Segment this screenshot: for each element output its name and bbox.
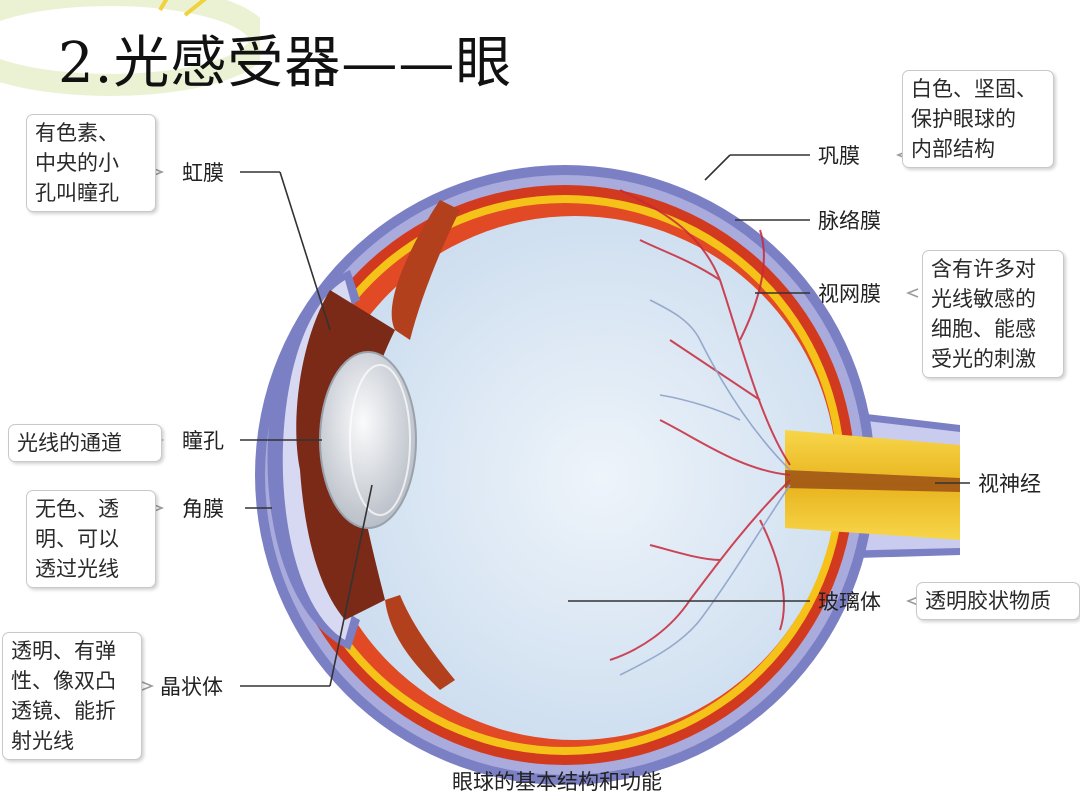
label-iris: 虹膜: [182, 161, 224, 185]
note-pupil: 光线的通道: [8, 424, 162, 462]
vitreous-shape: [313, 216, 837, 740]
note-iris: 有色素、 中央的小 孔叫瞳孔: [26, 114, 156, 212]
label-optic-nerve: 视神经: [978, 472, 1041, 496]
note-lens: 透明、有弹 性、像双凸 透镜、能折 射光线: [2, 632, 142, 760]
label-lens: 晶状体: [160, 675, 223, 699]
cornea-shape: [267, 270, 360, 650]
blood-vessels: [609, 189, 791, 661]
label-retina: 视网膜: [818, 282, 881, 306]
label-cornea: 角膜: [182, 497, 224, 521]
corner-decoration: [0, 0, 260, 96]
label-sclera: 巩膜: [818, 144, 860, 168]
slide-title: 2.光感受器——眼: [58, 31, 513, 96]
note-sclera: 白色、坚固、 保护眼球的 内部结构: [902, 70, 1054, 168]
label-pupil: 瞳孔: [182, 429, 224, 453]
note-vitreous: 透明胶状物质: [916, 582, 1080, 620]
note-retina: 含有许多对 光线敏感的 细胞、能感 受光的刺激: [922, 250, 1064, 378]
label-vitreous: 玻璃体: [818, 590, 881, 614]
note-cornea: 无色、透 明、可以 透过光线: [26, 490, 156, 588]
diagram-caption: 眼球的基本结构和功能: [452, 770, 662, 794]
label-choroid: 脉络膜: [818, 209, 881, 233]
